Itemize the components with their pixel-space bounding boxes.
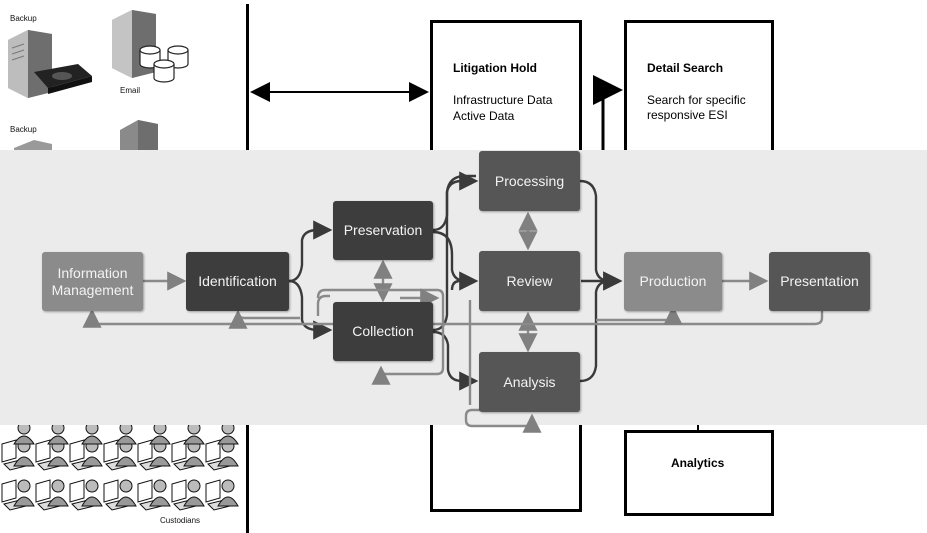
custodian-computer-icon xyxy=(205,479,239,511)
server-icon xyxy=(8,30,52,98)
litigation-hold-title: Litigation Hold xyxy=(453,61,537,75)
litigation-hold-line-2: Active Data xyxy=(453,109,515,123)
litigation-hold-line-1: Infrastructure Data xyxy=(453,93,553,107)
production-label: Production xyxy=(639,273,707,289)
review-node: Review xyxy=(479,251,580,311)
custodian-computer-icon xyxy=(103,479,137,511)
custodian-computer-icon xyxy=(171,479,205,511)
custodian-computer-icon xyxy=(69,479,103,511)
collection-node: Collection xyxy=(333,302,433,361)
analytics-title: Analytics xyxy=(671,456,725,470)
identification-label: Identification xyxy=(198,273,277,289)
analysis-node: Analysis xyxy=(479,352,580,412)
presentation-label: Presentation xyxy=(780,273,859,289)
preservation-label: Preservation xyxy=(343,222,423,238)
custodian-computer-icon xyxy=(35,479,69,511)
backup-label-1: Backup xyxy=(10,14,37,23)
analytics-box: Analytics xyxy=(624,430,774,516)
processing-node: Processing xyxy=(479,151,580,211)
detail-search-line-2: responsive ESI xyxy=(647,108,728,122)
identification-node: Identification xyxy=(186,252,289,311)
backup-label-2: Backup xyxy=(10,125,37,134)
detail-search-title: Detail Search xyxy=(647,61,724,75)
custodian-computer-icon xyxy=(137,479,171,511)
custodian-computer-icon xyxy=(47,421,69,445)
custodian-computer-icon xyxy=(137,439,171,471)
server-icon xyxy=(14,120,158,150)
custodian-computer-icon xyxy=(1,439,35,471)
review-label: Review xyxy=(506,272,553,289)
custodian-computer-icon xyxy=(183,421,205,445)
production-node: Production xyxy=(624,252,722,311)
detail-search-line-1: Search for specific xyxy=(647,93,746,107)
email-label: Email xyxy=(120,86,141,95)
collection-label: Collection xyxy=(352,323,414,339)
custodian-computer-icon xyxy=(13,421,35,445)
detail-search-feed-arrow xyxy=(593,75,623,150)
analysis-label: Analysis xyxy=(503,373,556,390)
custodian-computer-icon xyxy=(149,421,171,445)
custodian-computer-icon xyxy=(205,439,239,471)
preservation-node: Preservation xyxy=(333,201,433,260)
custodian-computer-icon xyxy=(1,479,35,511)
processing-label: Processing xyxy=(494,172,565,189)
tape-drive-icon xyxy=(34,64,92,94)
information-management-node: Information Management xyxy=(42,252,143,311)
database-icon xyxy=(139,45,189,83)
presentation-node: Presentation xyxy=(769,252,870,311)
information-management-label: Information Management xyxy=(51,264,134,298)
custodians-label: Custodians xyxy=(160,516,201,525)
